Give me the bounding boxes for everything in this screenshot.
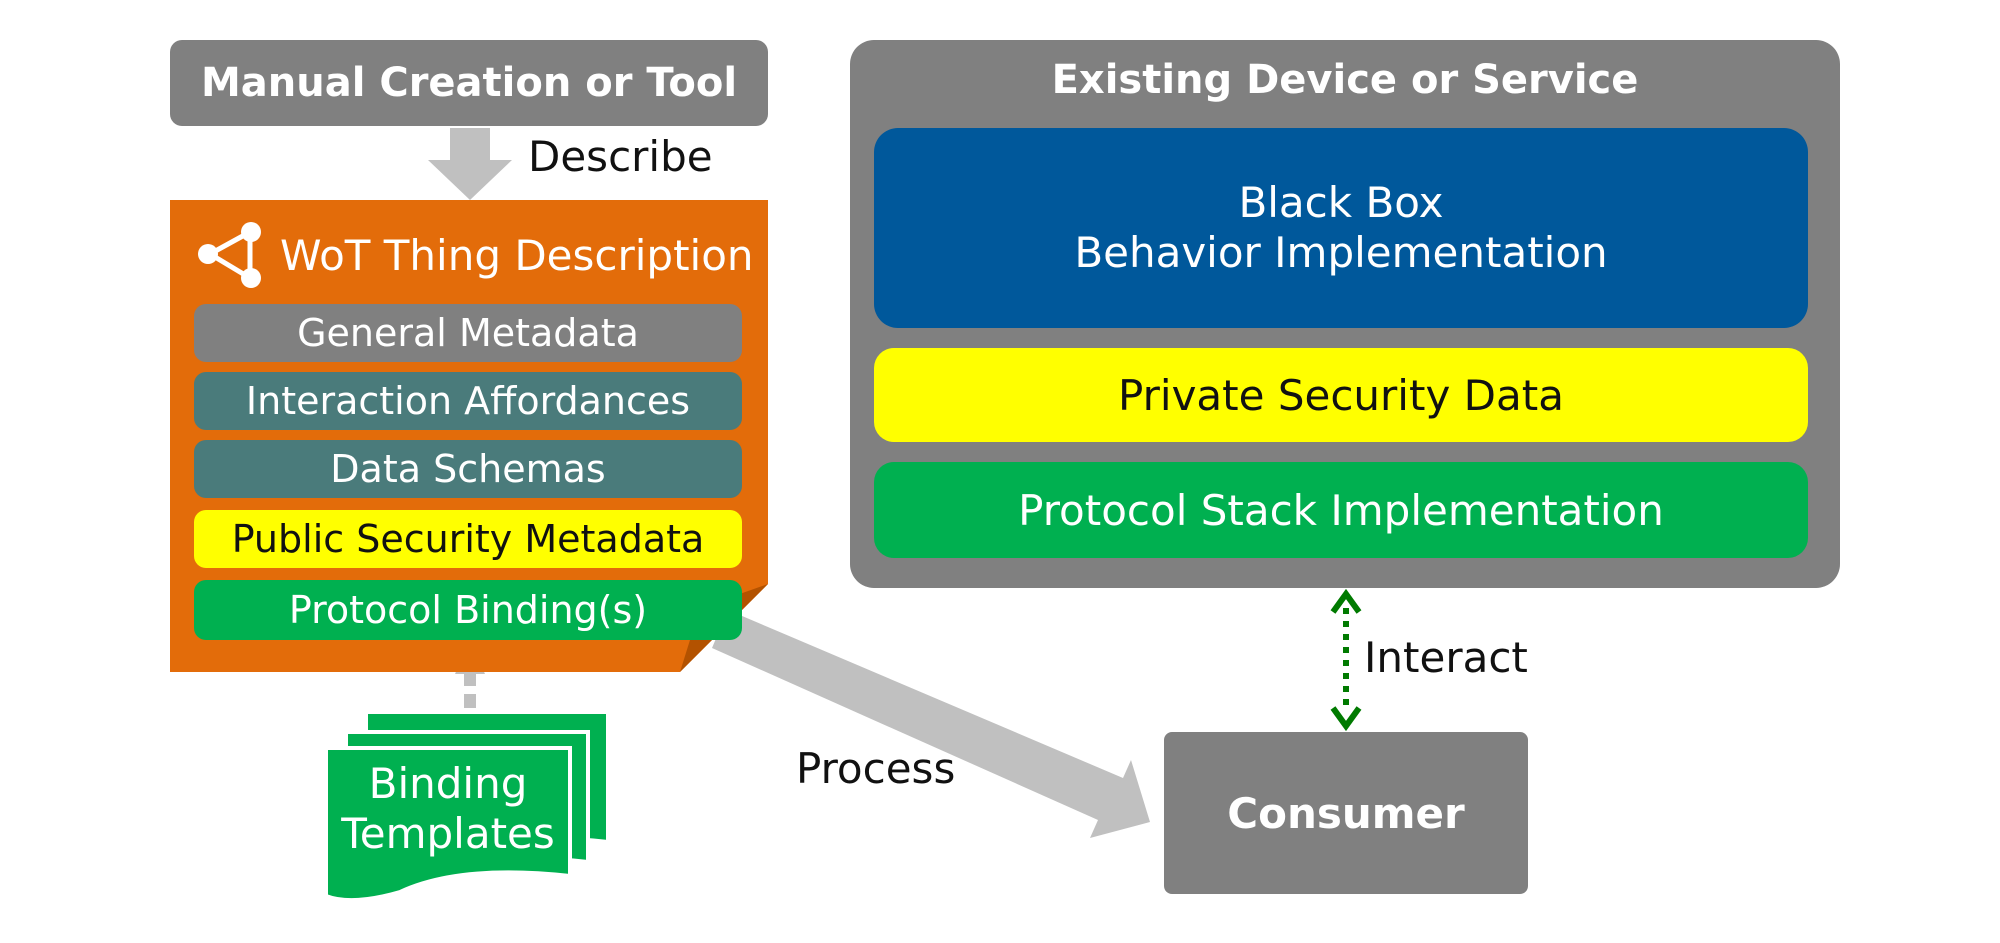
process-label: Process [796,744,956,793]
data-schemas-label: Data Schemas [330,447,606,491]
protocol-bindings-row: Protocol Binding(s) [194,580,742,640]
interact-label: Interact [1364,633,1528,682]
protocol-bindings-label: Protocol Binding(s) [288,588,648,632]
interact-arrow [1330,588,1362,732]
describe-label: Describe [528,132,713,181]
thing-description-header: WoT Thing Description [196,220,754,290]
interaction-affordances-row: Interaction Affordances [194,372,742,430]
black-box-panel: Black Box Behavior Implementation [874,128,1808,328]
process-arrow [712,610,1150,838]
consumer-box: Consumer [1164,732,1528,894]
general-metadata-label: General Metadata [297,311,639,355]
general-metadata-row: General Metadata [194,304,742,362]
protocol-stack-panel: Protocol Stack Implementation [874,462,1808,558]
interaction-affordances-label: Interaction Affordances [245,379,691,423]
binding-templates-doc [324,710,610,903]
private-security-data-panel: Private Security Data [874,348,1808,442]
data-schemas-row: Data Schemas [194,440,742,498]
describe-arrow [428,128,512,200]
public-security-metadata-label: Public Security Metadata [231,517,705,561]
thing-description-title: WoT Thing Description [280,230,754,280]
binding-templates-label: Binding Templates [341,759,555,858]
consumer-label: Consumer [1227,788,1465,838]
manual-creation-box: Manual Creation or Tool [170,40,768,126]
share-icon [196,220,262,290]
protocol-stack-label: Protocol Stack Implementation [1018,485,1664,535]
manual-creation-label: Manual Creation or Tool [200,60,738,106]
public-security-metadata-row: Public Security Metadata [194,510,742,568]
existing-device-title: Existing Device or Service [1051,57,1639,103]
private-security-data-label: Private Security Data [1118,370,1564,420]
